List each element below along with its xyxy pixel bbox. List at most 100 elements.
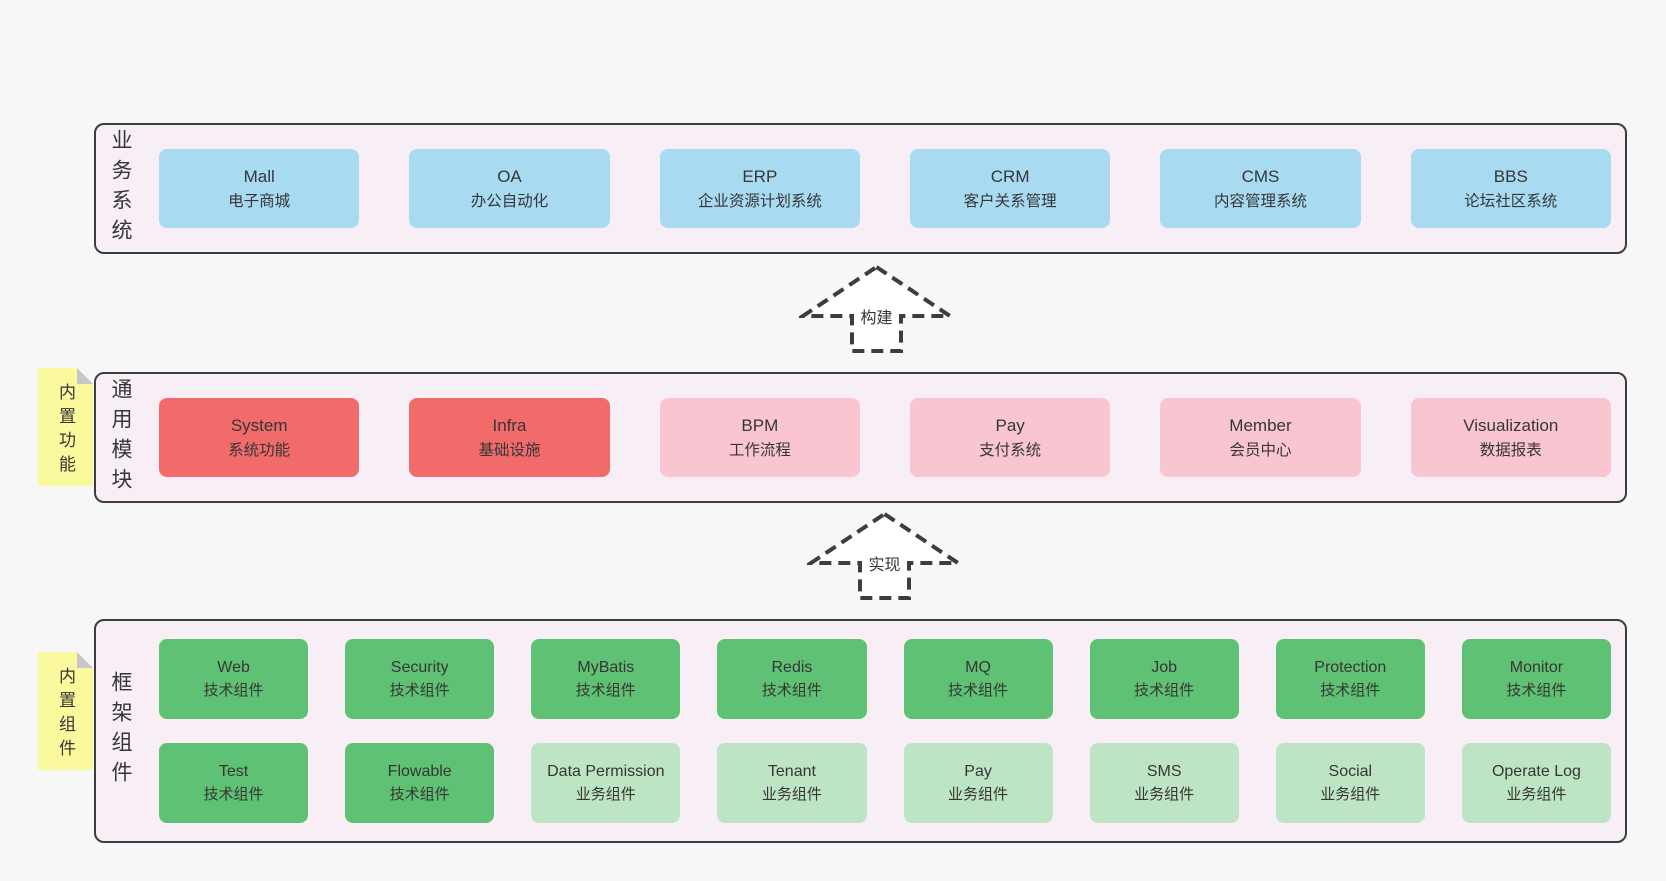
build-arrow: 构建 [799,264,954,354]
tier-framework-components: 框架组件 Web 技术组件 Security 技术组件 MyBatis 技术组件… [94,619,1627,843]
box-tenant: Tenant 业务组件 [717,743,867,823]
box-pay-component: Pay 业务组件 [903,743,1053,823]
box-name: Mall [243,167,275,187]
box-subtitle: 论坛社区系统 [1464,192,1558,210]
box-test: Test 技术组件 [159,743,309,823]
note-fold-icon [77,368,93,384]
box-subtitle: 技术组件 [389,785,450,803]
box-crm: CRM 客户关系管理 [909,149,1111,228]
box-subtitle: 客户关系管理 [963,192,1057,210]
box-name: Operate Log [1491,762,1581,780]
box-name: Pay [995,416,1025,436]
box-subtitle: 技术组件 [761,681,822,699]
box-name: Pay [964,762,992,780]
sticky-note-builtin-components: 内置组件 [38,652,93,770]
sticky-note-paper: 内置功能 [38,368,93,486]
box-sms: SMS 业务组件 [1089,743,1239,823]
box-subtitle: 企业资源计划系统 [697,192,822,210]
implement-arrow-label: 实现 [865,551,904,575]
box-member: Member 会员中心 [1160,398,1361,477]
box-subtitle: 技术组件 [1506,681,1567,699]
box-operate-log: Operate Log 业务组件 [1461,743,1611,823]
tier-common-modules: 通用模块 System 系统功能 Infra 基础设施 BPM 工作流程 Pay… [94,372,1627,503]
box-redis: Redis 技术组件 [717,639,867,719]
box-subtitle: 技术组件 [575,681,636,699]
box-subtitle: 技术组件 [389,681,450,699]
box-mybatis: MyBatis 技术组件 [531,639,681,719]
box-visualization: Visualization 数据报表 [1410,398,1611,477]
box-mall: Mall 电子商城 [159,149,360,228]
build-arrow-label: 构建 [857,304,896,328]
sticky-note-text: 内置组件 [56,667,75,763]
box-name: MyBatis [577,658,635,676]
box-subtitle: 业务组件 [948,785,1009,803]
box-subtitle: 业务组件 [575,785,636,803]
box-security: Security 技术组件 [345,639,495,719]
implement-arrow: 实现 [807,511,962,601]
box-name: Redis [771,658,813,676]
box-name: Social [1328,762,1373,780]
box-subtitle: 办公自动化 [470,192,549,210]
box-subtitle: 系统功能 [228,441,291,459]
box-subtitle: 业务组件 [1506,785,1567,803]
box-name: Tenant [767,762,816,780]
box-subtitle: 业务组件 [1320,785,1381,803]
box-subtitle: 技术组件 [948,681,1009,699]
component-box-grid: Web 技术组件 Security 技术组件 MyBatis 技术组件 Redi… [159,639,1611,823]
note-fold-icon [77,652,93,668]
tier-label-framework-components: 框架组件 [109,671,132,791]
box-name: Visualization [1463,416,1559,436]
box-subtitle: 技术组件 [1320,681,1381,699]
box-subtitle: 技术组件 [203,785,264,803]
tier-label-business-systems: 业务系统 [109,128,132,249]
component-box-row-2: Test 技术组件 Flowable 技术组件 Data Permission … [159,743,1611,823]
box-subtitle: 技术组件 [203,681,264,699]
box-name: BBS [1493,167,1528,187]
box-name: Security [390,658,449,676]
box-mq: MQ 技术组件 [903,639,1053,719]
box-name: MQ [965,658,991,676]
box-subtitle: 业务组件 [761,785,822,803]
box-subtitle: 数据报表 [1479,441,1542,459]
box-name: Infra [492,416,527,436]
box-erp: ERP 企业资源计划系统 [659,149,860,228]
box-name: Member [1229,416,1292,436]
box-data-permission: Data Permission 业务组件 [531,743,681,823]
box-name: BPM [741,416,779,436]
box-name: Flowable [387,762,452,780]
component-box-row-1: Web 技术组件 Security 技术组件 MyBatis 技术组件 Redi… [159,639,1611,719]
box-name: ERP [742,167,778,187]
box-name: Protection [1314,658,1387,676]
box-name: SMS [1146,762,1182,780]
box-name: CRM [990,167,1030,187]
module-box-row: System 系统功能 Infra 基础设施 BPM 工作流程 Pay 支付系统… [159,398,1611,477]
box-subtitle: 支付系统 [979,441,1042,459]
box-web: Web 技术组件 [159,639,309,719]
box-flowable: Flowable 技术组件 [345,743,495,823]
box-subtitle: 电子商城 [228,192,291,210]
box-subtitle: 工作流程 [728,441,791,459]
box-name: Web [217,658,250,676]
box-infra: Infra 基础设施 [409,398,610,477]
box-pay: Pay 支付系统 [909,398,1111,477]
box-name: CMS [1241,167,1280,187]
box-oa: OA 办公自动化 [409,149,610,228]
box-subtitle: 技术组件 [1134,681,1195,699]
box-name: Job [1151,658,1178,676]
sticky-note-builtin-features: 内置功能 [38,368,93,486]
box-bpm: BPM 工作流程 [659,398,860,477]
box-subtitle: 会员中心 [1229,441,1292,459]
box-subtitle: 业务组件 [1134,785,1195,803]
box-protection: Protection 技术组件 [1275,639,1425,719]
box-name: OA [497,167,522,187]
sticky-note-text: 内置功能 [56,383,75,479]
box-cms: CMS 内容管理系统 [1160,149,1361,228]
box-monitor: Monitor 技术组件 [1461,639,1611,719]
box-name: Data Permission [547,762,665,780]
box-name: System [230,416,288,436]
box-name: Monitor [1509,658,1564,676]
box-name: Test [218,762,249,780]
business-box-row: Mall 电子商城 OA 办公自动化 ERP 企业资源计划系统 CRM 客户关系… [159,149,1611,228]
sticky-note-paper: 内置组件 [38,652,93,770]
